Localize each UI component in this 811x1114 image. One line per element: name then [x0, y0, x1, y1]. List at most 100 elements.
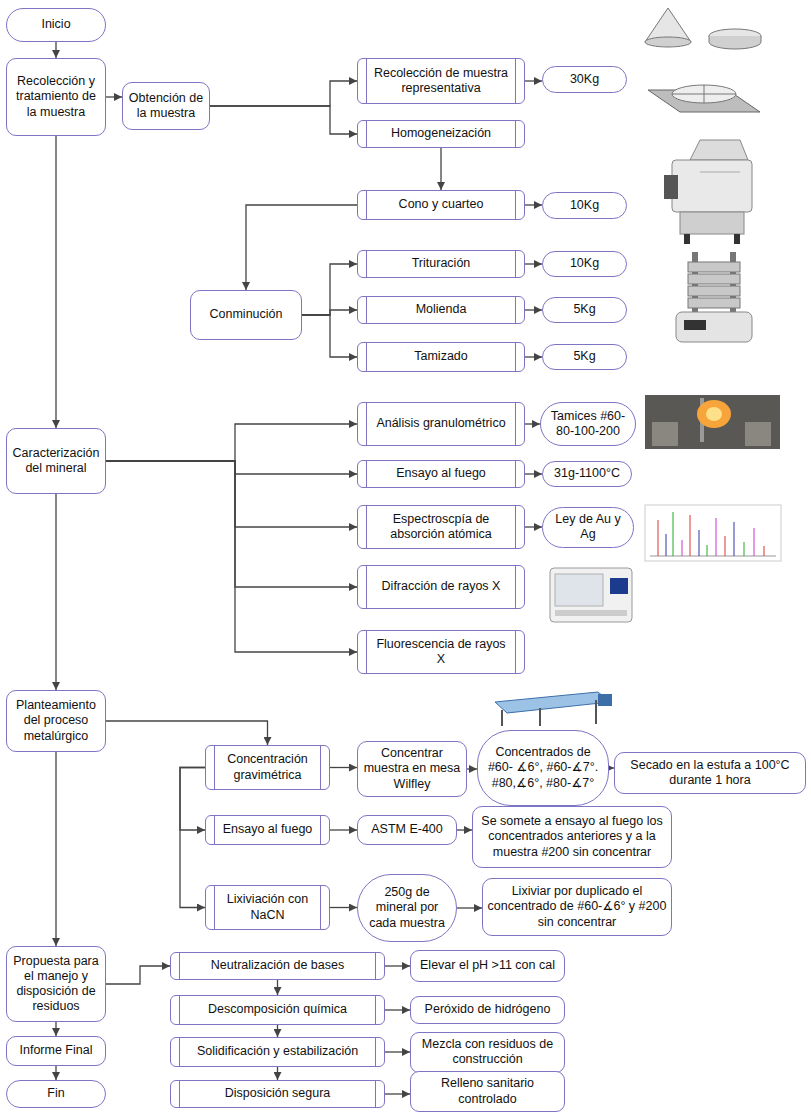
- process-side-line: [366, 59, 367, 103]
- connector-arrow: [457, 907, 482, 908]
- node-text: Lixiviación con NaCN: [221, 892, 314, 923]
- cone-quartering-illustration-part: [645, 37, 691, 47]
- wilfley-table-illustration-part: [539, 708, 541, 726]
- terminal-pill: Inicio: [6, 8, 106, 42]
- connector-arrow: [277, 1025, 278, 1037]
- wilfley-table-illustration-part: [595, 700, 597, 724]
- process-side-line: [179, 996, 180, 1024]
- node-text: Difracción de rayos X: [373, 579, 509, 594]
- connector-arrow: [440, 148, 441, 190]
- connector-arrow: [330, 829, 357, 830]
- sieve-shaker-illustration-part: [688, 298, 740, 308]
- node-text: Lixiviar por duplicado el concentrado de…: [486, 884, 668, 930]
- connector-arrow: [106, 721, 268, 745]
- process-box: Trituración: [357, 250, 525, 278]
- connector-arrow: [55, 136, 56, 428]
- crusher-illustration-part: [680, 212, 744, 234]
- connector-arrow: [55, 494, 56, 690]
- process-box: Homogeneización: [357, 120, 525, 148]
- connector-arrow: [302, 310, 357, 315]
- rounded-box: Se somete a ensayo al fuego los concentr…: [472, 806, 672, 868]
- rounded-box: Obtención de la muestra: [122, 82, 210, 130]
- rounded-box: Secado en la estufa a 100°C durante 1 ho…: [614, 752, 806, 794]
- process-box: Neutralización de bases: [170, 952, 385, 980]
- wilfley-table-illustration-part: [501, 710, 503, 726]
- node-text: Concentrados de #60- ∡6°, #60-∡7°. #80,∡…: [486, 745, 600, 791]
- node-text: Propuesta para el manejo y disposición d…: [10, 954, 102, 1015]
- sieve-shaker-illustration-part: [684, 320, 706, 330]
- node-text: Caracterización del mineral: [10, 446, 102, 477]
- process-box: Molienda: [357, 296, 525, 324]
- connector-arrow: [385, 1093, 410, 1094]
- cone-quartering-illustration: [645, 8, 761, 112]
- process-side-line: [320, 886, 321, 929]
- node-text: Homogeneización: [373, 126, 509, 141]
- connector-arrow: [457, 829, 472, 830]
- node-text: Fin: [13, 1086, 99, 1101]
- oval-box: Concentrados de #60- ∡6°, #60-∡7°. #80,∡…: [477, 730, 609, 806]
- process-box: Tamizado: [357, 342, 525, 372]
- process-side-line: [366, 403, 367, 445]
- spectrum-chart-part: [682, 540, 683, 556]
- process-side-line: [515, 566, 516, 608]
- connector-arrow: [525, 526, 542, 527]
- rounded-box: Relleno sanitario controlado: [410, 1071, 565, 1112]
- connector-arrow: [302, 264, 357, 315]
- terminal-pill: 10Kg: [542, 192, 627, 219]
- process-side-line: [515, 506, 516, 548]
- node-text: Relleno sanitario controlado: [417, 1076, 558, 1107]
- crusher-illustration-part: [664, 175, 678, 199]
- process-box: Solidificación y estabilización: [170, 1037, 385, 1067]
- process-side-line: [366, 191, 367, 219]
- fire-assay-photo-part: [652, 422, 678, 446]
- node-text: ASTM E-400: [361, 822, 453, 837]
- process-box: Fluorescencia de rayos X: [357, 630, 525, 674]
- terminal-pill: 30Kg: [542, 66, 627, 93]
- node-text: Descomposición química: [186, 1002, 369, 1017]
- xrd-instrument-illustration-part: [550, 568, 632, 622]
- fire-assay-photo-part: [645, 395, 780, 449]
- wilfley-table-illustration-part: [495, 692, 610, 713]
- connector-arrow: [180, 768, 205, 908]
- process-box: Recolección de muestra representativa: [357, 58, 525, 104]
- node-text: 10Kg: [549, 256, 620, 271]
- node-text: 250g de mineral por cada muestra: [366, 885, 448, 931]
- connector-arrow: [277, 980, 278, 995]
- node-text: Ensayo al fuego: [373, 466, 509, 481]
- process-side-line: [214, 816, 215, 844]
- spectrum-chart-part: [673, 512, 674, 556]
- process-box: Descomposición química: [170, 995, 385, 1025]
- rounded-box: Informe Final: [6, 1036, 106, 1066]
- node-text: Elevar el pH >11 con cal: [417, 958, 558, 973]
- connector-arrow: [106, 96, 122, 97]
- spectrum-chart-part: [734, 522, 735, 556]
- rounded-box: Mezcla con residuos de construcción: [410, 1032, 565, 1073]
- connector-arrow: [106, 461, 357, 587]
- fire-assay-photo-part: [706, 407, 722, 421]
- rounded-box: Planteamiento del proceso metalúrgico: [6, 690, 106, 752]
- node-text: Mezcla con residuos de construcción: [417, 1037, 558, 1068]
- spectrum-chart-part: [699, 530, 700, 556]
- rounded-box: Caracterización del mineral: [6, 428, 106, 494]
- process-side-line: [214, 746, 215, 789]
- process-side-line: [366, 631, 367, 673]
- terminal-pill: Fin: [6, 1080, 106, 1108]
- xrd-instrument-illustration-part: [555, 610, 627, 616]
- rounded-box: Concentrar muestra en mesa Wilfley: [357, 741, 467, 797]
- node-text: Planteamiento del proceso metalúrgico: [10, 698, 102, 744]
- node-text: Análisis granulométrico: [373, 416, 509, 431]
- process-side-line: [515, 631, 516, 673]
- spectrum-chart-part: [754, 528, 755, 556]
- node-text: Tamices #60-80-100-200: [547, 409, 629, 440]
- spectrum-chart-part: [716, 518, 717, 556]
- wilfley-table-illustration: [495, 692, 612, 726]
- node-text: Espectroscpía de absorción atómica: [373, 512, 509, 543]
- rounded-box: Peróxido de hidrógeno: [410, 996, 565, 1024]
- process-side-line: [320, 746, 321, 789]
- crusher-illustration-part: [700, 172, 740, 173]
- connector-arrow: [525, 263, 542, 264]
- node-text: Solidificación y estabilización: [186, 1044, 369, 1059]
- node-text: Recolección y tratamiento de la muestra: [10, 74, 102, 120]
